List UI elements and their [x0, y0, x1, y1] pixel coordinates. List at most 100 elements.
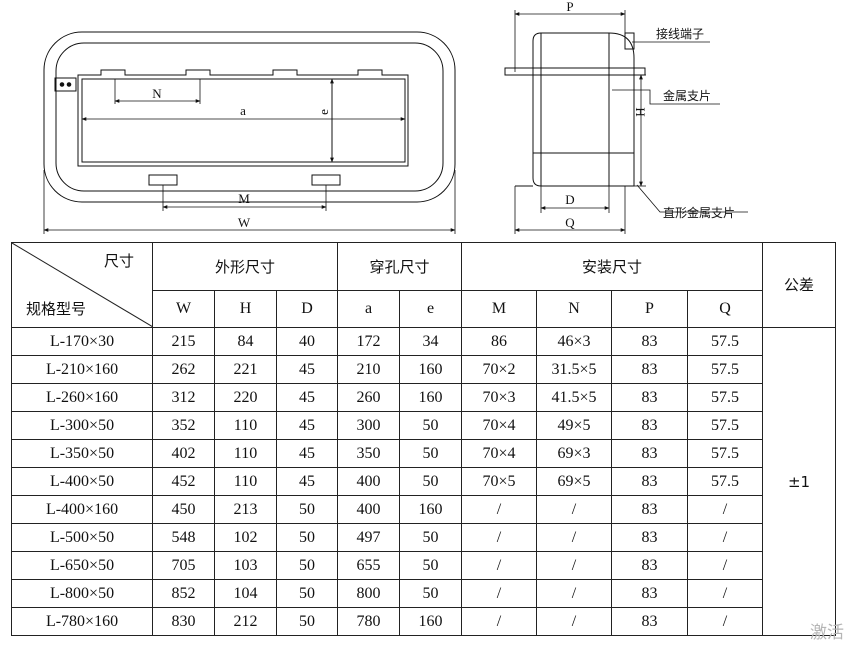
corner-label-dimension: 尺寸	[103, 252, 134, 270]
value-cell-D: 45	[276, 355, 338, 384]
callout-metal-bracket: 金属支片	[663, 88, 711, 103]
dim-P-label: P	[566, 0, 573, 14]
value-cell-W: 450	[152, 495, 215, 524]
col-header: D	[276, 290, 338, 328]
model-cell: L-400×50	[11, 467, 153, 496]
col-header: N	[536, 290, 612, 328]
value-cell-N: /	[536, 551, 612, 580]
value-cell-Q: 57.5	[687, 411, 763, 440]
value-cell-W: 705	[152, 551, 215, 580]
value-cell-D: 50	[276, 495, 338, 524]
value-cell-e: 160	[399, 355, 462, 384]
value-cell-P: 83	[611, 411, 688, 440]
value-cell-a: 800	[337, 579, 400, 608]
value-cell-H: 110	[214, 439, 277, 468]
value-cell-P: 83	[611, 551, 688, 580]
value-cell-a: 172	[337, 327, 400, 356]
value-cell-D: 45	[276, 383, 338, 412]
value-cell-P: 83	[611, 383, 688, 412]
value-cell-W: 830	[152, 607, 215, 636]
value-cell-H: 102	[214, 523, 277, 552]
model-cell: L-210×160	[11, 355, 153, 384]
value-cell-Q: 57.5	[687, 355, 763, 384]
dim-D-label: D	[565, 192, 574, 207]
dim-Q-label: Q	[565, 215, 575, 230]
value-cell-P: 83	[611, 495, 688, 524]
value-cell-Q: 57.5	[687, 383, 763, 412]
value-cell-e: 34	[399, 327, 462, 356]
model-cell: L-800×50	[11, 579, 153, 608]
value-cell-M: 70×3	[461, 383, 537, 412]
model-cell: L-300×50	[11, 411, 153, 440]
value-cell-N: 31.5×5	[536, 355, 612, 384]
value-cell-N: 49×5	[536, 411, 612, 440]
through-hole-window	[77, 69, 409, 167]
group-tolerance: 公差	[762, 242, 836, 328]
value-cell-Q: /	[687, 579, 763, 608]
value-cell-N: 69×3	[536, 439, 612, 468]
value-cell-a: 497	[337, 523, 400, 552]
terminal-block	[54, 77, 77, 92]
model-cell: L-650×50	[11, 551, 153, 580]
value-cell-N: 69×5	[536, 467, 612, 496]
value-cell-a: 260	[337, 383, 400, 412]
value-cell-M: 86	[461, 327, 537, 356]
spec-table: 尺寸 规格型号 外形尺寸 穿孔尺寸 安装尺寸 公差 W H D a e M N …	[11, 242, 836, 636]
value-cell-H: 84	[214, 327, 277, 356]
value-cell-P: 83	[611, 439, 688, 468]
bottom-bracket-right	[311, 174, 341, 186]
value-cell-D: 45	[276, 439, 338, 468]
model-cell: L-500×50	[11, 523, 153, 552]
value-cell-M: /	[461, 607, 537, 636]
dim-N-label: N	[152, 86, 162, 101]
value-cell-N: /	[536, 523, 612, 552]
value-cell-e: 50	[399, 467, 462, 496]
value-cell-N: /	[536, 607, 612, 636]
value-cell-D: 40	[276, 327, 338, 356]
value-cell-a: 400	[337, 495, 400, 524]
bottom-bracket-left	[148, 174, 178, 186]
value-cell-P: 83	[611, 579, 688, 608]
value-cell-W: 215	[152, 327, 215, 356]
side-view	[504, 32, 646, 187]
value-cell-Q: /	[687, 607, 763, 636]
value-cell-M: /	[461, 495, 537, 524]
value-cell-M: 70×4	[461, 411, 537, 440]
dim-W	[43, 170, 456, 234]
value-cell-D: 45	[276, 467, 338, 496]
col-header: W	[152, 290, 215, 328]
value-cell-D: 50	[276, 579, 338, 608]
side-terminal	[624, 32, 635, 50]
value-cell-D: 50	[276, 523, 338, 552]
value-cell-W: 402	[152, 439, 215, 468]
callout-straight-bracket: 直形金属支片	[663, 205, 735, 220]
value-cell-e: 160	[399, 607, 462, 636]
value-cell-e: 50	[399, 523, 462, 552]
value-cell-M: 70×5	[461, 467, 537, 496]
col-header: a	[337, 290, 400, 328]
value-cell-W: 548	[152, 523, 215, 552]
col-header: M	[461, 290, 537, 328]
value-cell-P: 83	[611, 355, 688, 384]
value-cell-N: 46×3	[536, 327, 612, 356]
col-header: e	[399, 290, 462, 328]
model-cell: L-350×50	[11, 439, 153, 468]
value-cell-D: 50	[276, 551, 338, 580]
model-cell: L-400×160	[11, 495, 153, 524]
value-cell-M: /	[461, 551, 537, 580]
col-header: P	[611, 290, 688, 328]
value-cell-Q: /	[687, 551, 763, 580]
value-cell-N: /	[536, 495, 612, 524]
corner-header: 尺寸 规格型号	[11, 242, 153, 328]
value-cell-H: 221	[214, 355, 277, 384]
value-cell-D: 45	[276, 411, 338, 440]
value-cell-P: 83	[611, 523, 688, 552]
